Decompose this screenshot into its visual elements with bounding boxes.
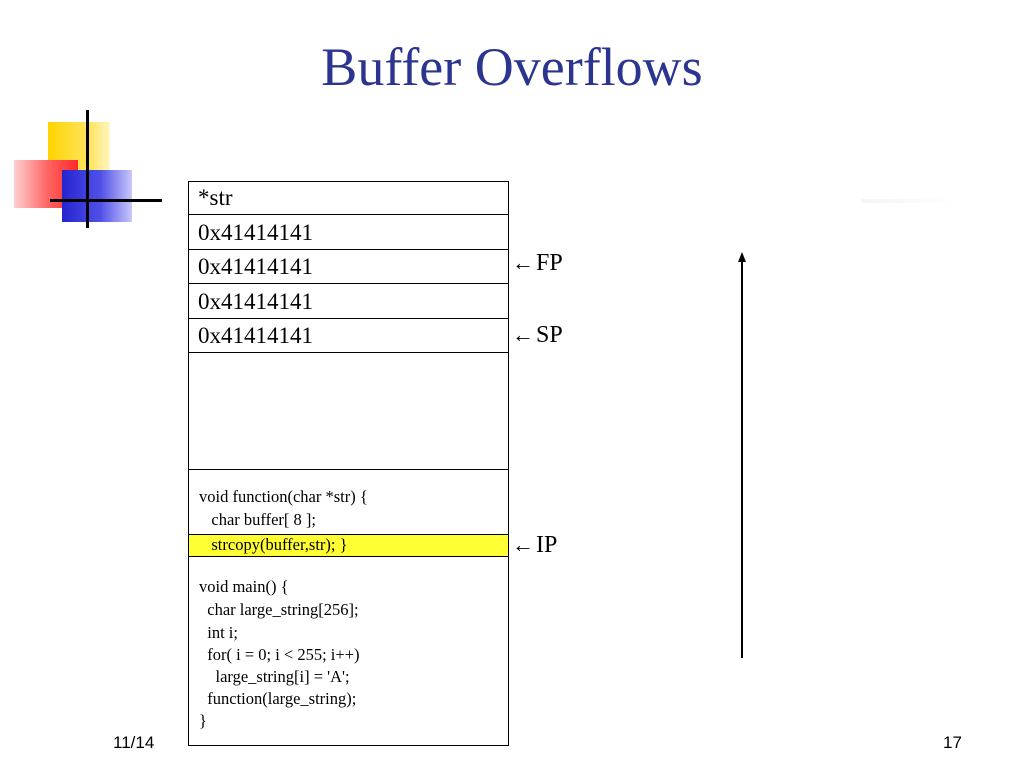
left-arrow-icon: ←: [512, 532, 534, 557]
sp-pointer: ←SP: [512, 322, 563, 349]
code-line: int i;: [199, 623, 238, 642]
left-arrow-icon: ←: [512, 250, 534, 275]
stack-diagram: *str 0x41414141 0x41414141 0x41414141 0x…: [188, 181, 509, 746]
code-line-highlighted: strcopy(buffer,str); }: [189, 534, 508, 557]
code-line: function(large_string);: [199, 689, 357, 708]
code-line: void function(char *str) {: [199, 487, 368, 506]
slide-logo-icon: [0, 0, 180, 240]
faint-rule: [862, 199, 962, 203]
fp-pointer: ←FP: [512, 250, 563, 277]
stack-slot: 0x41414141: [189, 215, 508, 250]
code-line: large_string[i] = 'A';: [199, 667, 350, 686]
sp-label: SP: [536, 322, 563, 348]
code-line: char large_string[256];: [199, 600, 359, 619]
slide-title: Buffer Overflows: [321, 37, 703, 97]
stack-slot: 0x41414141: [189, 250, 508, 284]
stack-empty-region: [189, 353, 508, 470]
footer-date: 11/14: [113, 733, 155, 752]
code-line: for( i = 0; i < 255; i++): [199, 645, 360, 664]
fp-label: FP: [536, 250, 563, 276]
left-arrow-icon: ←: [512, 322, 534, 347]
up-arrow-icon: [738, 252, 746, 658]
stack-header: *str: [189, 182, 508, 215]
footer-page-number: 17: [943, 733, 962, 752]
ip-pointer: ←IP: [512, 532, 557, 559]
ip-label: IP: [536, 532, 558, 558]
code-line: }: [199, 711, 207, 730]
code-line: char buffer[ 8 ];: [199, 510, 316, 529]
code-line: void main() {: [199, 577, 289, 596]
stack-slot: 0x41414141: [189, 319, 508, 353]
stack-slot: 0x41414141: [189, 284, 508, 319]
